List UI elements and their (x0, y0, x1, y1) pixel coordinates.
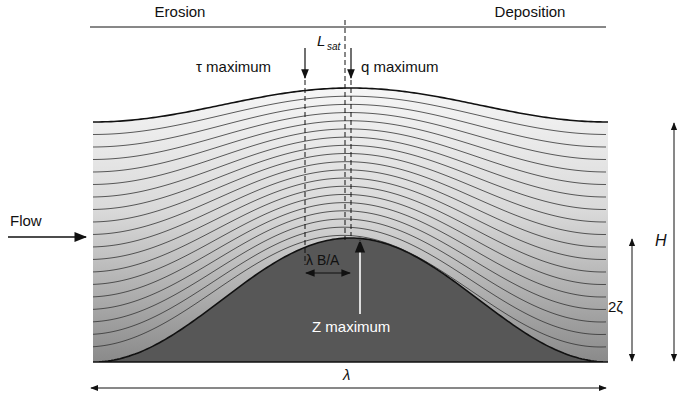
wavelength-arrow (91, 388, 606, 389)
dimension-label: λ (343, 366, 350, 383)
tau-arrow (304, 48, 305, 78)
flow-label: Flow (10, 212, 42, 229)
streamline (93, 104, 606, 147)
divider-dashed (345, 20, 346, 240)
flow-arrow (8, 236, 86, 238)
annotation: Z maximum (312, 318, 390, 335)
q-arrow (350, 48, 351, 78)
streamline (93, 137, 606, 197)
dimension-label: H (655, 232, 667, 250)
streamline (93, 121, 606, 172)
zmax-arrow (359, 241, 361, 314)
streamline (93, 113, 606, 160)
amplitude-arrow (632, 239, 633, 361)
streamline (93, 162, 606, 235)
zone-bar (90, 27, 606, 28)
zone-label: Deposition (495, 3, 566, 20)
streamline (93, 154, 606, 223)
annotation: q maximum (361, 58, 439, 75)
dimension-label: 2ζ (608, 298, 623, 315)
annotation: τ maximum (196, 58, 271, 75)
streamline (93, 145, 606, 209)
dune-bed (93, 238, 608, 362)
length-subscript: sat (327, 41, 340, 53)
q-dashed (351, 80, 352, 236)
zone-label: Erosion (155, 3, 206, 20)
height-arrow (674, 123, 675, 361)
shift-arrow (306, 272, 350, 273)
length-symbol: L (317, 32, 325, 49)
tau-dashed (305, 80, 306, 265)
shift-label: λ B/A (306, 252, 339, 268)
